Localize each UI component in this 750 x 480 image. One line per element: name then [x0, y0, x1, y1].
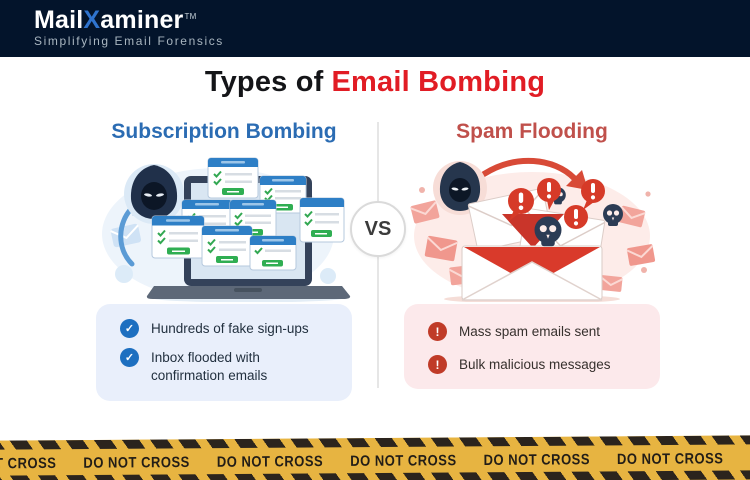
hacker-icon [433, 161, 487, 215]
check-icon: ✓ [120, 348, 139, 368]
point-text: Hundreds of fake sign-ups [151, 321, 309, 336]
alert-bubble-icon [564, 205, 588, 229]
subscription-bombing-illustration [102, 157, 351, 302]
spam-flooding-panel: Spam Flooding [404, 120, 660, 390]
right-panel-heading: Spam Flooding [456, 120, 608, 143]
subscription-points-card: ✓ Hundreds of fake sign-ups ✓ Inbox floo… [96, 304, 352, 401]
list-item: ! Mass spam emails sent [428, 322, 646, 341]
header-bar: MailXaminerTM Simplifying Email Forensic… [0, 0, 750, 57]
do-not-cross-label: DO NOT CROSS [350, 450, 457, 469]
logo-wordmark: MailXaminerTM [34, 7, 224, 33]
do-not-cross-label: DO NOT CROSS [83, 452, 190, 471]
decor-envelope-icon [110, 223, 142, 248]
vs-badge: VS [350, 201, 406, 257]
signup-form-card [151, 215, 205, 259]
envelope-icon [626, 244, 656, 266]
alert-bubble-icon [508, 188, 534, 221]
envelope-icon [599, 275, 623, 292]
big-envelope-illustration [461, 245, 603, 301]
logo-part-mail: Mail [34, 6, 84, 34]
envelope-icon [424, 235, 458, 262]
point-text: Bulk malicious messages [459, 357, 611, 373]
title-prefix: Types of [204, 66, 324, 98]
alert-icon: ! [428, 322, 447, 341]
logo-tagline: Simplifying Email Forensics [34, 34, 224, 49]
mailxaminer-logo: MailXaminerTM Simplifying Email Forensic… [34, 7, 224, 48]
logo-part-aminer: aminer [100, 6, 184, 34]
left-panel-heading: Subscription Bombing [111, 120, 337, 143]
spam-flooding-illustration [410, 157, 656, 302]
signup-form-card [201, 225, 253, 267]
alert-bubble-icon [537, 178, 561, 210]
do-not-cross-label: DO NOT CROSS [0, 453, 57, 472]
caution-tape: DO NOT CROSS DO NOT CROSS DO NOT CROSS D… [0, 435, 750, 480]
do-not-cross-label: DO NOT CROSS [483, 449, 591, 468]
check-icon: ✓ [120, 319, 139, 338]
point-text: Inbox flooded with confirmation emails [151, 350, 268, 384]
title-highlight: Email Bombing [331, 66, 546, 98]
trademark-symbol: TM [184, 11, 197, 21]
envelope-icon [410, 200, 440, 224]
skull-icon [534, 216, 562, 247]
signup-form-card [249, 235, 297, 271]
skull-icon [603, 204, 623, 226]
vs-label: VS [364, 217, 392, 240]
subscription-bombing-panel: Subscription Bombing [96, 120, 352, 401]
alert-icon: ! [428, 355, 447, 375]
curved-arrow-icon [481, 157, 588, 190]
point-text: Mass spam emails sent [459, 324, 601, 339]
do-not-cross-label: DO NOT CROSS [216, 451, 324, 470]
alert-bubble-icon [581, 179, 605, 210]
list-item: ✓ Inbox flooded with confirmation emails [120, 348, 338, 385]
do-not-cross-label: DO NOT CROSS [616, 448, 724, 467]
envelope-icon [618, 205, 646, 228]
signup-form-card [207, 157, 259, 199]
spam-points-card: ! Mass spam emails sent ! Bulk malicious… [404, 304, 660, 390]
signup-form-card [299, 197, 345, 243]
list-item: ! Bulk malicious messages [428, 355, 646, 375]
hacker-icon [124, 164, 184, 224]
logo-x-checkmark-icon: X [83, 6, 101, 34]
list-item: ✓ Hundreds of fake sign-ups [120, 319, 338, 338]
